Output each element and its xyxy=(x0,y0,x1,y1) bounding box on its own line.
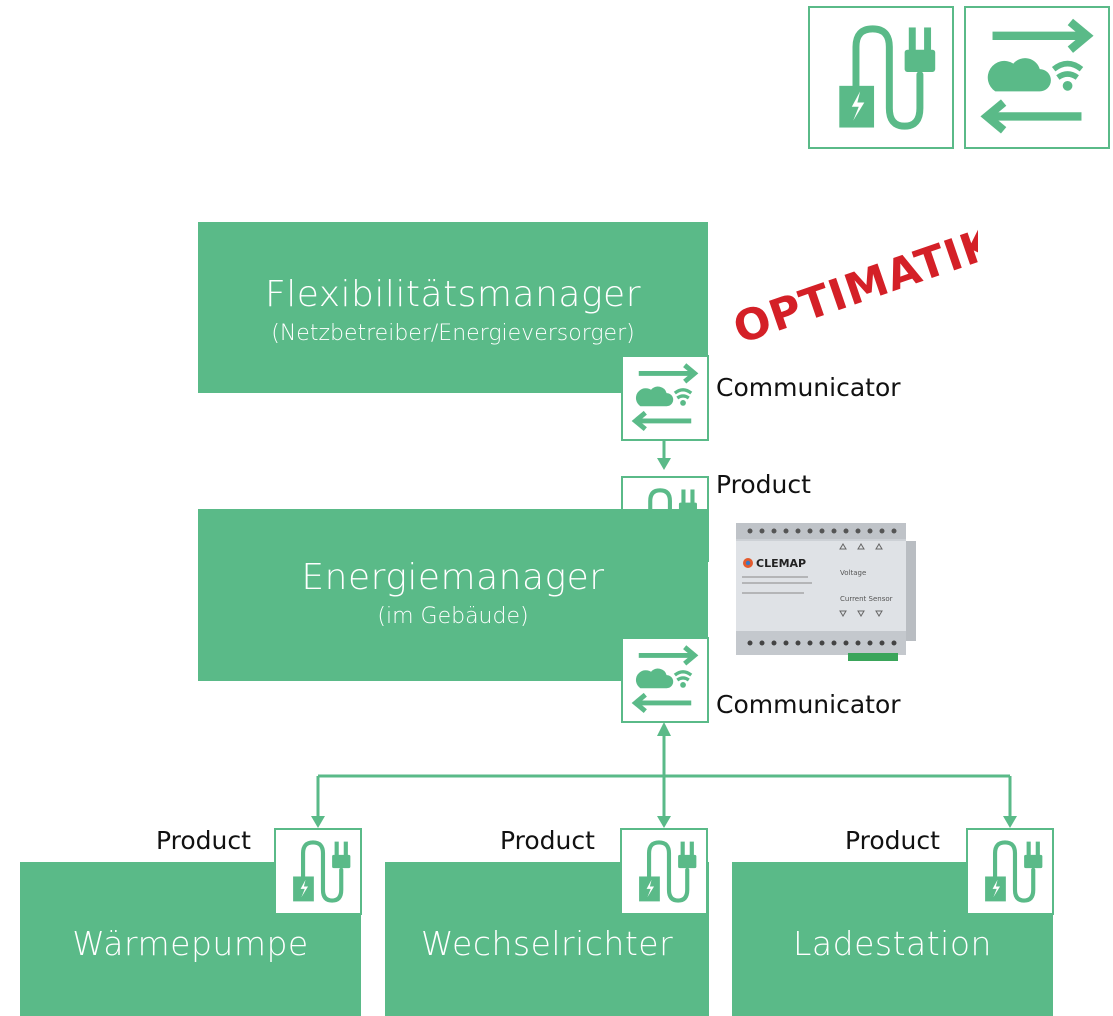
wechselrichter-product-label: Product xyxy=(500,826,595,855)
clemap-brand: CLEMAP xyxy=(756,557,806,570)
optimatik-logo-text: OPTIMATIK xyxy=(728,222,978,354)
device-name-waermepumpe: Wärmepumpe xyxy=(72,924,309,963)
plug-cable-icon xyxy=(968,830,1052,913)
plug-cable-icon xyxy=(276,830,360,913)
energy-product-label: Product xyxy=(716,470,811,499)
arrowhead-ladestation xyxy=(1003,816,1017,828)
device-name-ladestation: Ladestation xyxy=(793,924,992,963)
wechselrichter-product-tile xyxy=(620,828,708,915)
energy-communicator-tile xyxy=(621,637,709,723)
flex-communicator-tile xyxy=(621,355,709,441)
plug-cable-icon xyxy=(810,8,952,147)
energy-communicator-label: Communicator xyxy=(716,690,901,719)
cloud-wifi-arrows-icon xyxy=(966,8,1108,147)
waermepumpe-product-label: Product xyxy=(156,826,251,855)
clemap-device-image: CLEMAP Voltage Current Sensor xyxy=(736,523,916,661)
energy-manager-title: Energiemanager xyxy=(301,557,605,598)
cloud-wifi-arrows-icon xyxy=(623,639,707,721)
flex-manager-title: Flexibilitätsmanager xyxy=(265,274,641,315)
plug-cable-icon xyxy=(622,830,706,913)
legend-product-tile xyxy=(808,6,954,149)
arrowhead-waermepumpe xyxy=(311,816,325,828)
ladestation-product-label: Product xyxy=(845,826,940,855)
arrowhead-down-energy xyxy=(657,458,671,470)
energy-manager-subtitle: (im Gebäude) xyxy=(377,604,529,629)
clemap-voltage-label: Voltage xyxy=(840,569,866,577)
optimatik-logo: OPTIMATIK xyxy=(728,222,978,354)
flex-manager-subtitle: (Netzbetreiber/Energieversorger) xyxy=(271,321,635,346)
arrowhead-up-communicator xyxy=(657,722,671,736)
device-name-wechselrichter: Wechselrichter xyxy=(420,924,674,963)
clemap-sensor-label: Current Sensor xyxy=(840,595,893,603)
flex-communicator-label: Communicator xyxy=(716,373,901,402)
cloud-wifi-arrows-icon xyxy=(623,357,707,439)
ladestation-product-tile xyxy=(966,828,1054,915)
waermepumpe-product-tile xyxy=(274,828,362,915)
arrowhead-wechselrichter xyxy=(657,816,671,828)
legend-communicator-tile xyxy=(964,6,1110,149)
